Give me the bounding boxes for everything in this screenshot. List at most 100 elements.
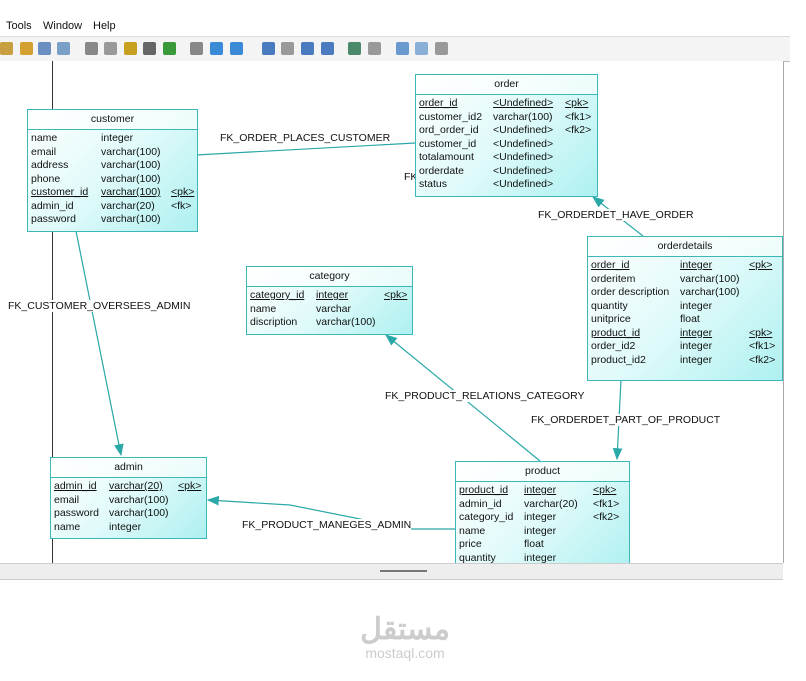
toolbar-button-icon[interactable] — [210, 42, 223, 55]
menu-window[interactable]: Window — [43, 20, 83, 32]
toolbar-button-icon[interactable] — [163, 42, 176, 55]
table-row[interactable]: order description varchar(100) — [591, 286, 779, 300]
toolbar-button-icon[interactable] — [0, 42, 13, 55]
table-row[interactable]: ord_order_id<Undefined><fk2> — [419, 124, 594, 138]
toolbar-button-icon[interactable] — [348, 42, 361, 55]
toolbar-button-icon[interactable] — [190, 42, 203, 55]
toolbar-button-icon[interactable] — [104, 42, 117, 55]
table-row[interactable]: customer_id<Undefined> — [419, 138, 594, 152]
toolbar-button-icon[interactable] — [85, 42, 98, 55]
table-row[interactable]: status<Undefined> — [419, 178, 594, 192]
column-type: varchar(100) — [680, 272, 740, 285]
horizontal-scrollbar[interactable] — [0, 563, 783, 580]
column-type: <Undefined> — [493, 151, 554, 163]
rel-order-customer[interactable] — [195, 142, 416, 156]
table-title: category — [247, 267, 412, 287]
toolbar-button-icon[interactable] — [143, 42, 156, 55]
column-name: order description — [591, 286, 670, 298]
menu-tools[interactable]: Tools — [6, 20, 32, 32]
scrollbar-thumb[interactable] — [380, 570, 427, 572]
rel-product-admin[interactable] — [206, 495, 455, 530]
toolbar-button-icon[interactable] — [230, 42, 243, 55]
column-type: integer — [680, 259, 713, 271]
watermark: مستقل mostaql.com — [340, 613, 470, 662]
menu-help[interactable]: Help — [93, 20, 116, 32]
diagram-canvas[interactable]: FK_ORDER_PLACES_CUSTOMER FK FK_ORDERDET_… — [0, 61, 784, 563]
toolbar-button-icon[interactable] — [262, 42, 275, 55]
column-type: varchar(100) — [101, 213, 161, 225]
toolbar-button-icon[interactable] — [368, 42, 381, 55]
column-key: <fk1> — [593, 497, 620, 510]
table-row[interactable]: order_id<Undefined><pk> — [419, 97, 594, 111]
column-name: product_id2 — [591, 353, 646, 366]
column-type: <Undefined> — [493, 137, 554, 150]
column-name: customer_id — [31, 186, 89, 198]
column-key: <fk2> — [749, 353, 776, 366]
column-type: varchar(20) — [101, 199, 155, 212]
toolbar-button-icon[interactable] — [396, 42, 409, 55]
column-name: totalamount — [419, 151, 474, 163]
column-type: varchar(20) — [524, 497, 578, 510]
toolbar-button-icon[interactable] — [435, 42, 448, 55]
column-type: varchar(100) — [316, 316, 376, 328]
watermark-arabic: مستقل — [360, 613, 450, 646]
relationship-lines — [75, 142, 644, 530]
column-key: <pk> — [565, 97, 589, 109]
column-type: integer — [680, 340, 713, 352]
toolbar-button-icon[interactable] — [321, 42, 334, 55]
column-name: quantity — [459, 551, 496, 564]
column-type: varchar(100) — [680, 286, 740, 298]
column-name: admin_id — [54, 480, 97, 492]
rel-label-customer-oversees-admin: FK_CUSTOMER_OVERSEES_ADMIN — [8, 300, 191, 312]
table-title: customer — [28, 110, 197, 130]
rel-label-product-relations-category: FK_PRODUCT_RELATIONS_CATEGORY — [385, 390, 585, 402]
table-row[interactable]: totalamount <Undefined> — [419, 151, 594, 165]
toolbar-button-icon[interactable] — [124, 42, 137, 55]
toolbar-button-icon[interactable] — [415, 42, 428, 55]
toolbar-button-icon[interactable] — [20, 42, 33, 55]
toolbar-button-icon[interactable] — [281, 42, 294, 55]
toolbar-button-icon[interactable] — [38, 42, 51, 55]
column-type: <Undefined> — [493, 178, 554, 190]
rel-customer-admin[interactable] — [75, 230, 124, 457]
table-row[interactable]: orderdate<Undefined> — [419, 165, 594, 179]
toolbar-button-icon[interactable] — [301, 42, 314, 55]
column-key: <fk2> — [565, 124, 592, 136]
toolbar-button-icon[interactable] — [57, 42, 70, 55]
rel-label-product-maneges-admin: FK_PRODUCT_MANEGES_ADMIN — [242, 519, 412, 531]
